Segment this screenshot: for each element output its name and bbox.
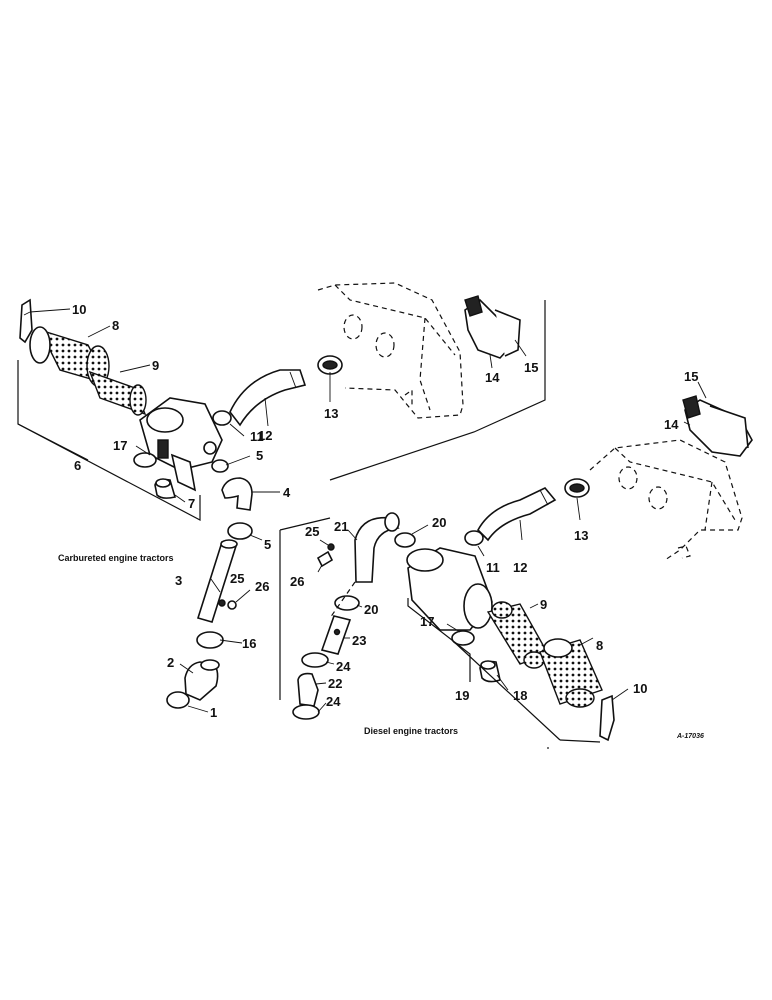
callout-18: 18 — [513, 688, 527, 703]
callout-26: 26 — [255, 579, 269, 594]
part-9-inner-filter-right — [486, 601, 550, 669]
air-cleaner-body-right — [406, 547, 493, 631]
callout-22: 22 — [328, 676, 342, 691]
callout-8: 8 — [596, 638, 603, 653]
callout-5: 5 — [256, 448, 263, 463]
part-7-cup-left — [154, 478, 177, 499]
part-5-clamp-upper-left — [211, 459, 229, 473]
callout-25: 25 — [305, 524, 319, 539]
part-3-pipe-left — [196, 539, 238, 623]
part-17-ring-right — [451, 630, 475, 646]
callout-5: 5 — [264, 537, 271, 552]
callout-12: 12 — [513, 560, 527, 575]
part-11-clamp-right — [464, 530, 484, 546]
callout-19: 19 — [455, 688, 469, 703]
callout-17: 17 — [113, 438, 127, 453]
part-22-elbow — [297, 672, 319, 707]
callout-24: 24 — [336, 659, 351, 674]
part-25-26-fitting-right — [316, 543, 335, 568]
leader-lines-left — [29, 308, 527, 713]
callout-23: 23 — [352, 633, 366, 648]
callout-3: 3 — [175, 573, 182, 588]
callout-15: 15 — [524, 360, 538, 375]
callout-26: 26 — [290, 574, 304, 589]
callout-2: 2 — [167, 655, 174, 670]
part-16-clamp-left — [196, 631, 224, 649]
part-18-cup — [479, 660, 501, 683]
callout-13: 13 — [574, 528, 588, 543]
part-21-hose — [354, 512, 400, 583]
callout-10: 10 — [72, 302, 86, 317]
part-24-clamp-upper — [301, 652, 329, 668]
figure-reference: A-17036 — [676, 733, 704, 740]
carbureted-assembly — [17, 295, 521, 709]
part-11-clamp-left — [212, 410, 232, 426]
callout-24: 24 — [326, 694, 341, 709]
callout-labels: 10 8 9 17 6 7 11 12 13 14 15 5 4 5 3 25 … — [72, 302, 698, 720]
part-23-pipe — [320, 615, 352, 655]
callout-25: 25 — [230, 571, 244, 586]
callout-9: 9 — [540, 597, 547, 612]
callout-10: 10 — [633, 681, 647, 696]
part-13-cap-left — [317, 355, 343, 375]
part-9-inner-filter-left — [88, 370, 147, 416]
part-24-clamp-lower — [292, 704, 320, 720]
callout-9: 9 — [152, 358, 159, 373]
part-25-26-fitting-left — [218, 599, 237, 610]
callout-6: 6 — [74, 458, 81, 473]
air-cleaner-body-left — [139, 397, 223, 492]
callout-16: 16 — [242, 636, 256, 651]
part-12-intake-hose-left — [229, 369, 307, 427]
callout-11: 11 — [250, 429, 264, 444]
part-20-clamp-upper — [394, 532, 416, 548]
callout-20: 20 — [432, 515, 446, 530]
callout-7: 7 — [188, 496, 195, 511]
part-20-clamp-lower — [334, 595, 360, 611]
tractor-hood-outline-diesel — [589, 439, 743, 561]
leader-lines-right — [315, 381, 707, 713]
tractor-hood-outline-carbureted — [317, 282, 546, 481]
part-8-outer-filter-right — [539, 638, 603, 708]
callout-14: 14 — [664, 417, 679, 432]
callout-15: 15 — [684, 369, 698, 384]
callout-21: 21 — [334, 519, 348, 534]
callout-4: 4 — [283, 485, 291, 500]
diesel-section-divider — [279, 517, 331, 700]
part-17-ring-left — [133, 452, 157, 468]
speck — [547, 747, 549, 749]
callout-12: 12 — [258, 428, 272, 443]
callout-11: 11 — [486, 560, 500, 575]
callout-17: 17 — [420, 614, 434, 629]
caption-carbureted: Carbureted engine tractors — [58, 553, 174, 563]
part-5-clamp-lower-left — [227, 522, 253, 540]
part-12-intake-hose-right — [477, 487, 557, 542]
diesel-assembly — [292, 395, 753, 743]
part-14-15-precleaner-right — [682, 395, 753, 457]
callout-1: 1 — [210, 705, 217, 720]
part-14-15-precleaner-left — [464, 295, 521, 359]
callout-8: 8 — [112, 318, 119, 333]
part-13-cap-right — [564, 478, 590, 498]
part-1-clamp-left — [166, 691, 190, 709]
part-2-elbow-left — [184, 659, 220, 701]
part-4-elbow-left — [221, 477, 253, 511]
part-10-bracket-left — [19, 298, 33, 344]
caption-diesel: Diesel engine tractors — [364, 726, 458, 736]
callout-13: 13 — [324, 406, 338, 421]
callout-14: 14 — [485, 370, 500, 385]
part-10-bracket-right — [599, 694, 615, 742]
callout-20: 20 — [364, 602, 378, 617]
